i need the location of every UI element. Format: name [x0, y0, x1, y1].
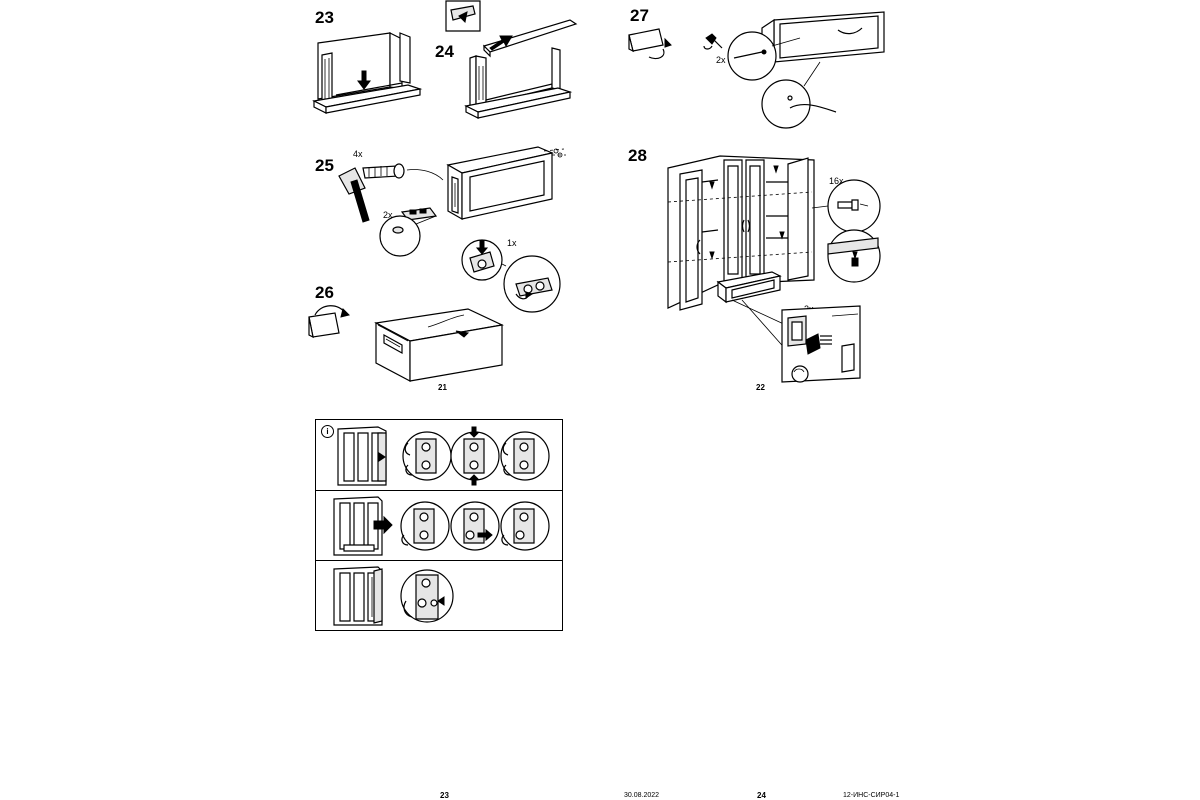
step-28-number: 28 — [628, 146, 647, 165]
step-27-number: 27 — [630, 6, 649, 25]
step-28-shelf-pin-callout — [812, 178, 888, 282]
step-27-screwdriver-icon — [702, 30, 726, 52]
step-24-inset-icon — [445, 0, 481, 32]
step-26-qty-fitting: 1x — [507, 238, 517, 248]
step-28-qty-shelf-pin: 16x — [829, 176, 844, 186]
footer-page-left: 23 — [440, 791, 449, 800]
step-26-fitting-callout — [462, 234, 562, 314]
info-icon: i — [321, 425, 334, 438]
door-adjustment-info-panel: i — [315, 419, 563, 631]
step-23-illustration — [310, 25, 425, 117]
step-24-number: 24 — [435, 42, 454, 61]
step-25-qty-screw: 4x — [353, 149, 363, 159]
step-28-runner-callout — [728, 296, 863, 388]
step-27-qty-handle-screw: 2x — [716, 55, 726, 65]
step-25-frame-illustration — [440, 143, 568, 227]
step-23-number: 23 — [315, 8, 334, 27]
footer-date: 30.08.2022 — [624, 792, 660, 799]
hinge-adjust-row-1 — [330, 425, 555, 487]
footer-doc-code: 12-ИНС-СИР04-1 — [843, 792, 900, 799]
step-25-screw-callout — [335, 148, 450, 228]
panel-divider — [316, 560, 562, 561]
page-number-left: 21 — [438, 383, 447, 392]
step-26-flip-icon — [305, 303, 355, 341]
step-25-number: 25 — [315, 156, 334, 175]
panel-divider — [316, 490, 562, 491]
step-25-qty-dowel: 2x — [383, 210, 393, 220]
step-25-dowel-callout — [378, 204, 444, 260]
step-24-illustration — [462, 14, 580, 120]
step-28-wardrobe-illustration — [662, 152, 822, 317]
hinge-adjust-row-2 — [330, 495, 555, 557]
footer-page-right: 24 — [757, 791, 766, 800]
hinge-adjust-row-3 — [330, 565, 555, 627]
step-27-drawer-illustration — [720, 0, 890, 130]
step-27-flip-icon — [625, 25, 677, 63]
page-number-right: 22 — [756, 383, 765, 392]
step-26-number: 26 — [315, 283, 334, 302]
step-26-drawer-illustration — [372, 305, 510, 385]
